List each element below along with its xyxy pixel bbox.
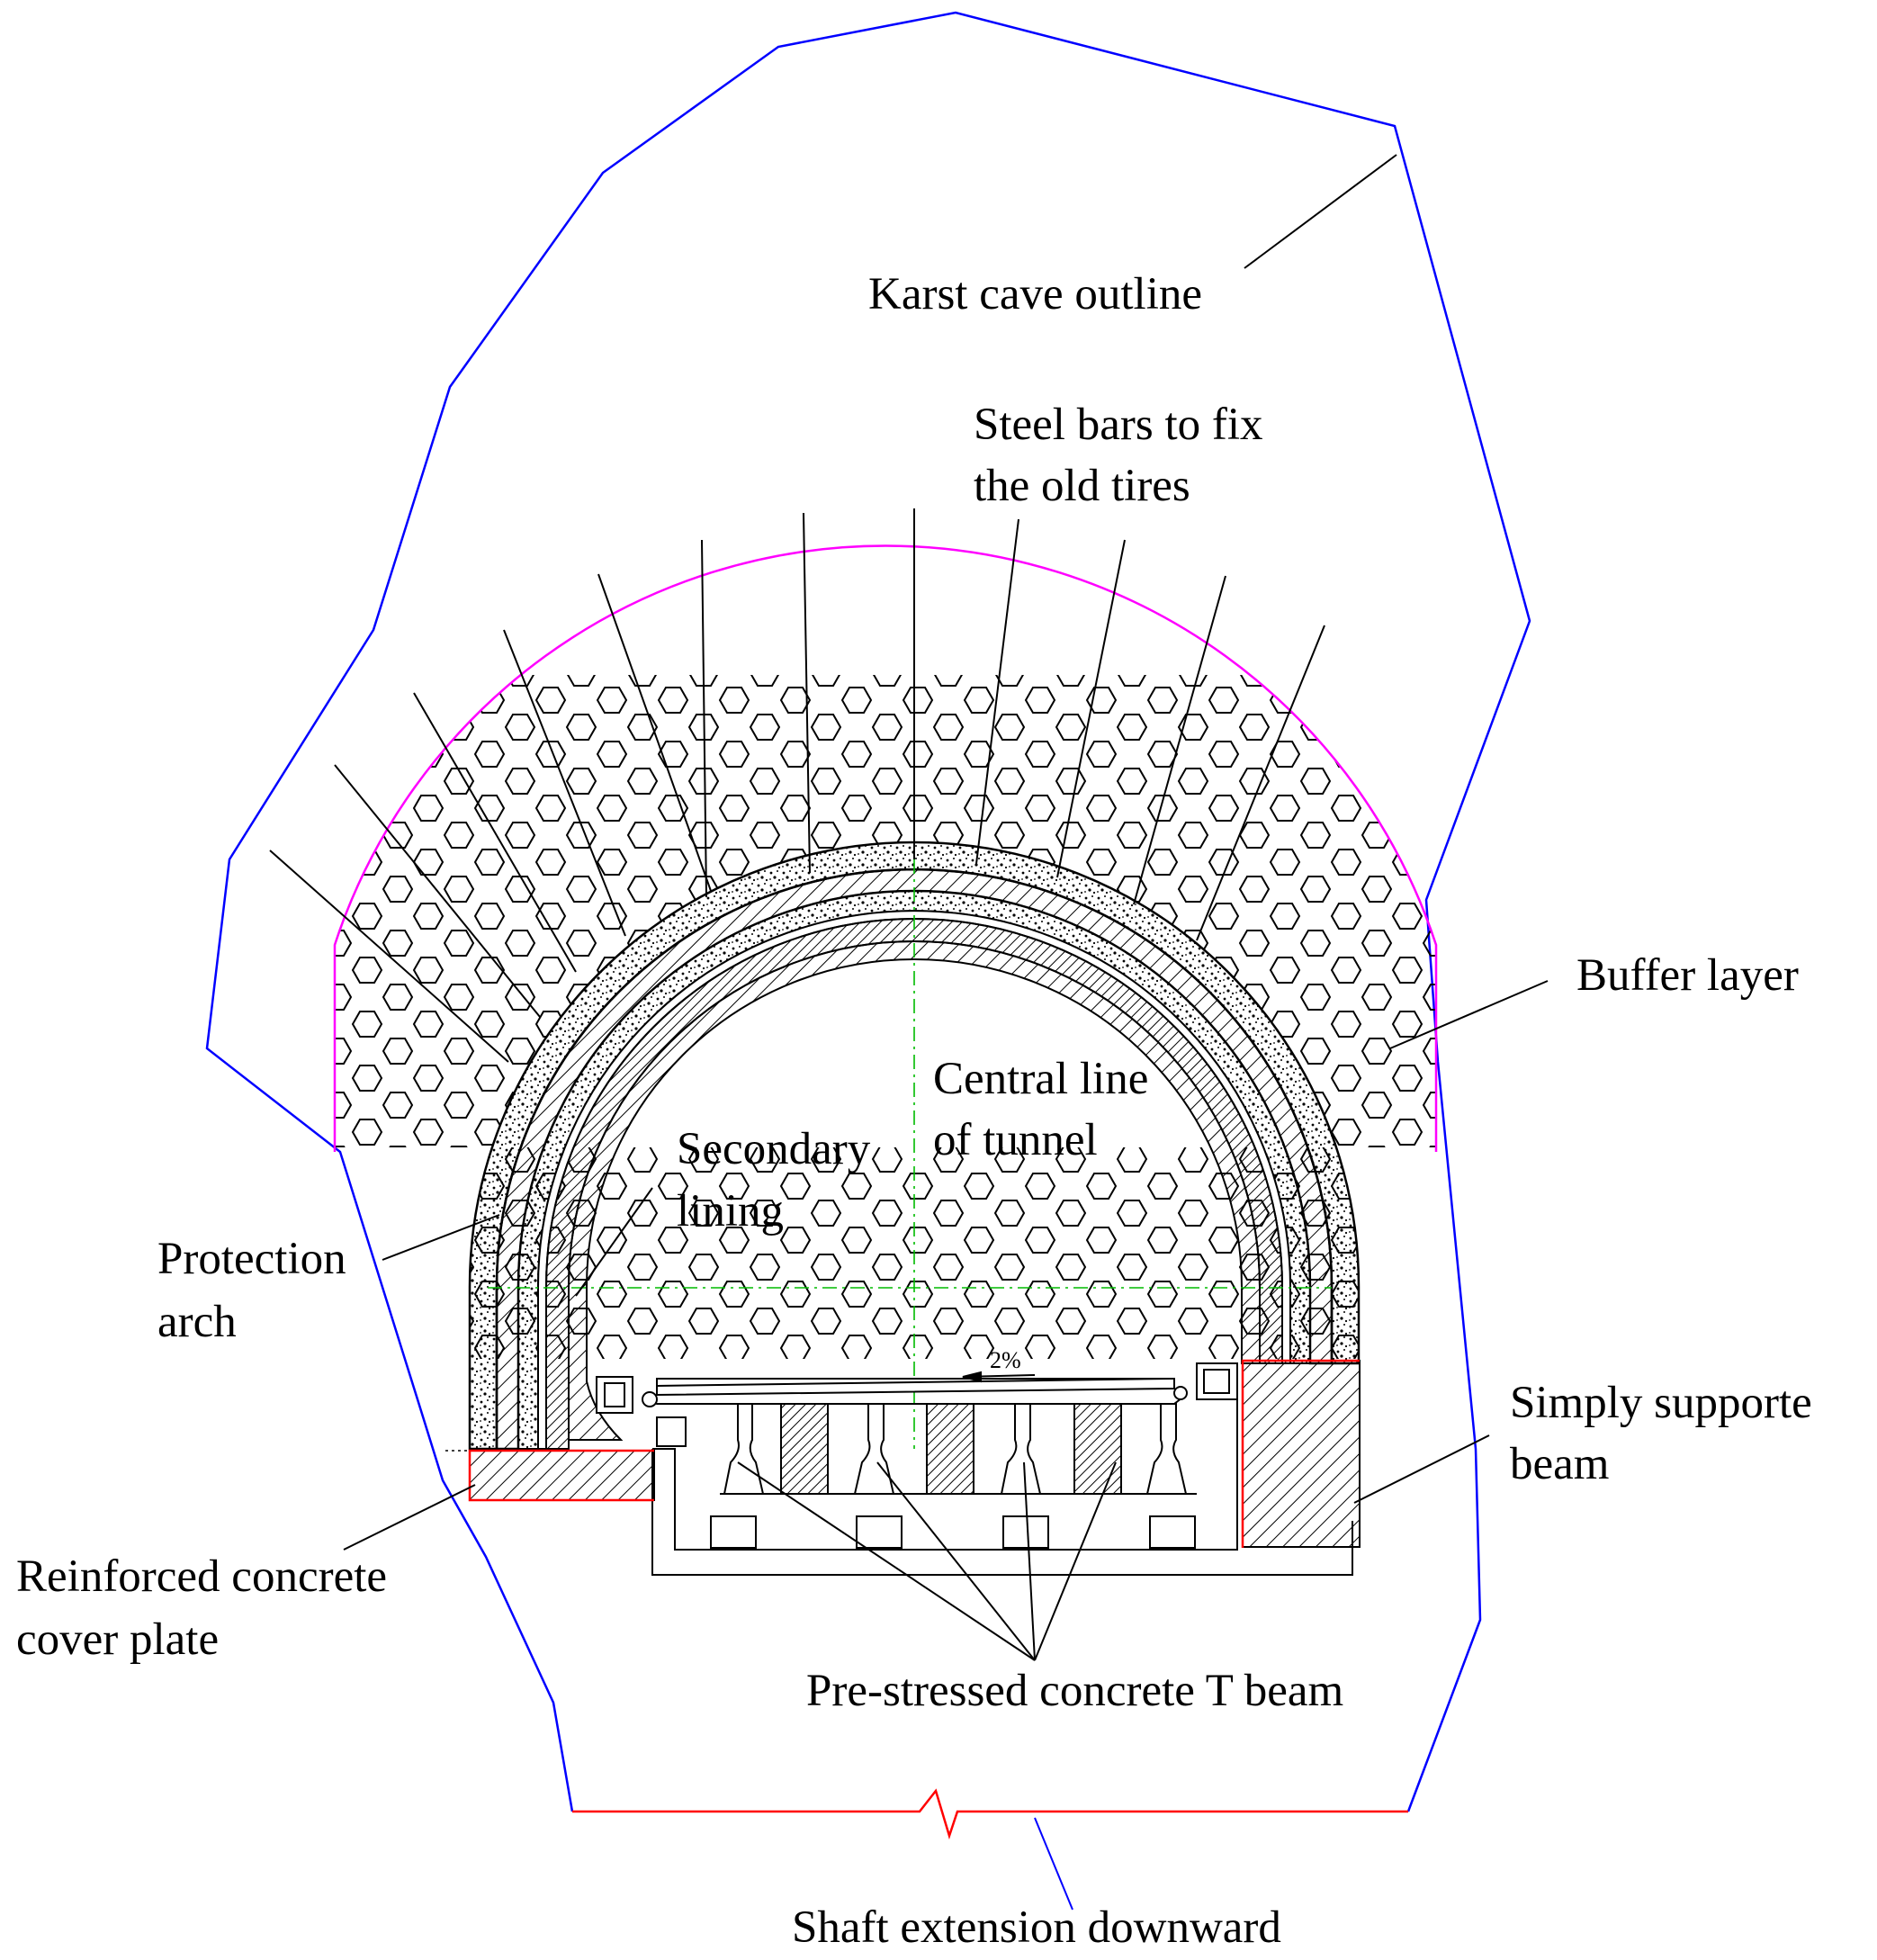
cover-plate	[445, 1449, 655, 1502]
label-protection-arch-line2: arch	[157, 1297, 237, 1347]
label-steel-bars-line2: the old tires	[974, 461, 1190, 511]
label-cover-plate-line2: cover plate	[16, 1614, 219, 1665]
label-steel-bars-line1: Steel bars to fix	[974, 400, 1263, 450]
label-karst-cave-outline: Karst cave outline	[868, 269, 1202, 319]
label-buffer-layer: Buffer layer	[1576, 950, 1799, 1001]
simply-supported-beam	[1241, 1359, 1361, 1548]
leader-lines	[343, 154, 1549, 1911]
t-beam-deck	[596, 1362, 1353, 1576]
label-slope: 2%	[990, 1347, 1021, 1373]
label-central-line-line2: of tunnel	[933, 1115, 1098, 1165]
label-protection-arch-line1: Protection	[157, 1234, 346, 1284]
steel-bars	[269, 508, 1325, 1063]
label-secondary-lining-line2: lining	[677, 1186, 784, 1236]
label-simply-supported-line2: beam	[1510, 1439, 1609, 1489]
label-shaft-extension: Shaft extension downward	[792, 1902, 1281, 1953]
label-secondary-lining-line1: Secondary	[677, 1124, 871, 1174]
central-line	[488, 859, 1332, 1449]
label-simply-supported-line1: Simply supporte	[1510, 1378, 1812, 1428]
label-central-line-line1: Central line	[933, 1054, 1148, 1104]
label-cover-plate-line1: Reinforced concrete	[16, 1551, 387, 1602]
label-t-beam: Pre-stressed concrete T beam	[806, 1666, 1343, 1716]
